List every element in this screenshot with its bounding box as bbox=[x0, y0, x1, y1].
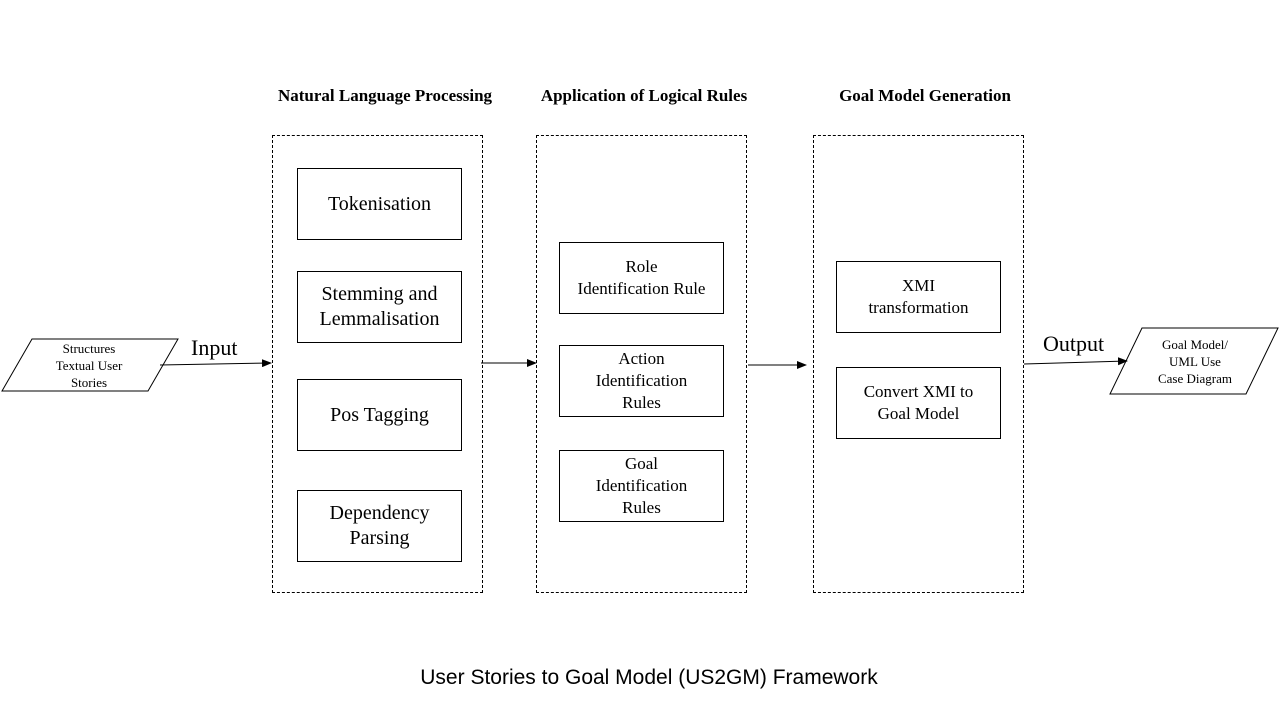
tokenisation-box: Tokenisation bbox=[297, 168, 462, 240]
box-text-line: Action bbox=[618, 349, 665, 368]
box-text-line: Parsing bbox=[349, 527, 410, 549]
output-label: Output bbox=[1043, 331, 1105, 356]
box-text-line: Rules bbox=[622, 393, 661, 412]
box-text-line: Dependency bbox=[329, 502, 430, 524]
input-parallelogram bbox=[1, 338, 179, 392]
box-text-line: Pos Tagging bbox=[330, 403, 429, 426]
input-label: Input bbox=[191, 335, 238, 360]
input-text-line: Stories bbox=[70, 374, 108, 390]
box-text-line: Goal bbox=[624, 454, 659, 473]
input-text-line: Structures bbox=[62, 340, 116, 356]
convert-xmi-box: Convert XMI to Goal Model bbox=[836, 367, 1001, 439]
output-text-line: Goal Model/ bbox=[1161, 336, 1229, 352]
pos-tagging-box: Pos Tagging bbox=[297, 379, 462, 451]
box-text-line: XMI bbox=[901, 276, 936, 295]
nlp-stage-container bbox=[272, 135, 483, 593]
box-text-line: Role bbox=[625, 257, 658, 276]
box-text-line: transformation bbox=[868, 298, 969, 317]
output-arrow bbox=[1023, 357, 1128, 366]
diagram-caption: User Stories to Goal Model (US2GM) Frame… bbox=[420, 666, 878, 689]
goal-heading: Goal Model Generation bbox=[839, 86, 1011, 105]
box-text-line: Goal Model bbox=[877, 404, 960, 423]
rules-stage-container bbox=[536, 135, 747, 593]
box-text-line: Convert XMI to bbox=[863, 382, 974, 401]
box-text-line: Lemmalisation bbox=[319, 308, 440, 330]
box-text-line: Identification Rule bbox=[577, 279, 706, 298]
box-text-line: Tokenisation bbox=[327, 192, 432, 215]
box-text-line: Rules bbox=[622, 498, 661, 517]
box-text-line: Identification bbox=[595, 371, 688, 390]
box-text-line: Stemming and bbox=[321, 283, 438, 305]
output-text-line: UML Use bbox=[1169, 353, 1221, 369]
output-parallelogram bbox=[1109, 327, 1279, 395]
output-text-line: Case Diagram bbox=[1157, 370, 1232, 386]
nlp-heading: Natural Language Processing bbox=[277, 86, 493, 105]
rules-heading: Application of Logical Rules bbox=[540, 86, 748, 105]
input-arrow bbox=[159, 359, 272, 368]
input-text-line: Textual User bbox=[55, 357, 123, 373]
goal-stage-container bbox=[813, 135, 1024, 593]
box-text-line: Identification bbox=[595, 476, 688, 495]
xmi-transformation-box: XMI transformation bbox=[836, 261, 1001, 333]
